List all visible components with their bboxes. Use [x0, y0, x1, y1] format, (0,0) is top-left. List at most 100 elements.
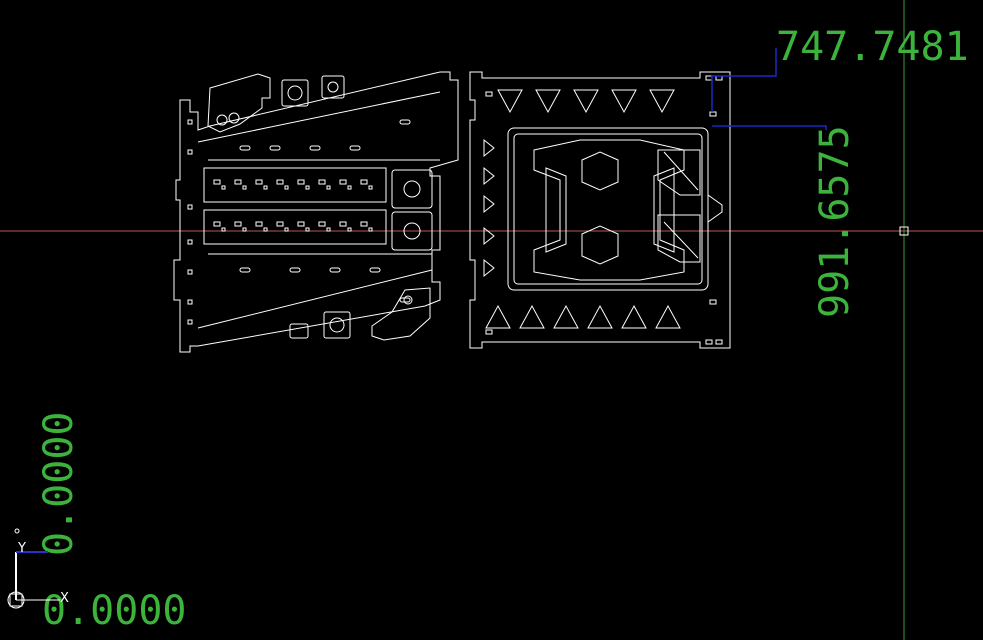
left-plate-diagonal-top [197, 91, 441, 143]
rail-hole [242, 185, 247, 190]
motor-plate-right-2-hole [403, 222, 421, 240]
frame-slot [705, 75, 713, 81]
rail-hole [221, 185, 226, 190]
dimension-text-747: 747.7481 [776, 24, 969, 70]
heatbed-carrier-outline [507, 127, 709, 291]
dimension-top-right[interactable]: 747.7481 [711, 24, 969, 112]
left-hole [187, 319, 193, 325]
corner-bracket-top-right [657, 149, 701, 196]
heatbed-center-hex-top [581, 151, 619, 191]
top-bracket-plate [207, 73, 271, 133]
ucs-axis-icon: Y X [7, 528, 69, 609]
heatbed-left-pocket [545, 167, 567, 253]
rail-slot [360, 221, 368, 227]
dimension-origin-x[interactable]: 0.0000 [42, 588, 187, 634]
top-triangle-cutouts [497, 89, 675, 114]
left-slot [399, 119, 411, 125]
triangle-top-3 [573, 89, 599, 114]
left-plate-group[interactable] [173, 71, 459, 353]
rail-slot [255, 179, 263, 185]
rail-hole [263, 227, 268, 232]
ucs-origin-box [9, 593, 23, 607]
dimension-leader-top [711, 48, 777, 112]
dimension-right-vertical[interactable]: 991.6575 [712, 125, 858, 318]
dimension-text-991: 991.6575 [812, 125, 858, 318]
left-slot [269, 145, 281, 151]
rail-slot [360, 179, 368, 185]
left-hole [187, 269, 193, 275]
dimension-text-origin-x: 0.0000 [42, 588, 187, 634]
triangle-top-2 [535, 89, 561, 114]
rail-slots [213, 179, 373, 232]
rail-hole [242, 227, 247, 232]
motor-mount-top-1-hole [287, 85, 303, 101]
rail-slot [297, 179, 305, 185]
dimension-origin-y[interactable]: 0.0000 [36, 412, 82, 557]
motor-plate-right-2 [391, 211, 433, 251]
triangle-top-4 [611, 89, 637, 114]
triangle-left-1 [483, 138, 495, 158]
ucs-origin-circle [7, 591, 25, 609]
rail-hole [305, 227, 310, 232]
motor-plate-right-1 [391, 169, 433, 209]
triangle-bottom-2 [519, 304, 545, 329]
ucs-small-dot [14, 528, 20, 534]
top-bracket-hole-1 [216, 114, 228, 126]
frame-slot [705, 339, 713, 345]
ucs-x-label: X [60, 591, 69, 606]
frame-slot [709, 111, 717, 117]
rail-slot [276, 179, 284, 185]
frame-slot [485, 329, 493, 335]
rail-slot [234, 221, 242, 227]
rail-plate-lower [203, 209, 387, 245]
rail-hole [347, 185, 352, 190]
triangle-top-1 [497, 89, 523, 114]
rail-hole [368, 185, 373, 190]
rail-slot [255, 221, 263, 227]
crosshair-cursor-icon [899, 226, 909, 236]
right-frame-plate-group[interactable] [469, 71, 731, 349]
frame-slot [709, 299, 717, 305]
triangle-bottom-3 [553, 304, 579, 329]
left-slot [239, 145, 251, 151]
rail-hole [284, 227, 289, 232]
rail-slot [297, 221, 305, 227]
corner-bracket-bottom-right [657, 214, 701, 263]
rail-hole [347, 227, 352, 232]
rail-slot [276, 221, 284, 227]
dimension-text-origin-y: 0.0000 [36, 412, 82, 557]
rail-slot [318, 179, 326, 185]
corner-bracket-diagonal-1 [663, 151, 699, 191]
rail-hole [326, 185, 331, 190]
motor-mount-top-2-hole [327, 81, 339, 93]
left-slot [349, 145, 361, 151]
triangle-bottom-1 [485, 304, 511, 329]
triangle-bottom-4 [587, 304, 613, 329]
left-slot [369, 267, 381, 273]
triangle-bottom-6 [655, 304, 681, 329]
bottom-bracket-hole [403, 295, 413, 305]
rail-hole [305, 185, 310, 190]
bottom-triangle-cutouts [485, 304, 681, 329]
left-hole [187, 204, 193, 210]
top-bracket-hole-2 [228, 112, 240, 124]
corner-bracket-diagonal-2 [663, 221, 699, 259]
dimension-leader-right [712, 125, 827, 130]
rail-hole [263, 185, 268, 190]
left-slot [329, 267, 341, 273]
rail-slot [213, 179, 221, 185]
right-edge-notch [707, 194, 723, 223]
left-slot [309, 145, 321, 151]
triangle-bottom-5 [621, 304, 647, 329]
frame-slot-holes [485, 75, 723, 345]
motor-plate-right-1-hole [403, 180, 421, 198]
bottom-motor-mount-1-hole [329, 317, 345, 333]
rail-slot [234, 179, 242, 185]
rail-slot [339, 179, 347, 185]
frame-slot [715, 339, 723, 345]
left-hole [187, 239, 193, 245]
heatbed-center-hex-bottom [581, 225, 619, 265]
rail-hole [368, 227, 373, 232]
bottom-bracket-plate [371, 287, 431, 341]
